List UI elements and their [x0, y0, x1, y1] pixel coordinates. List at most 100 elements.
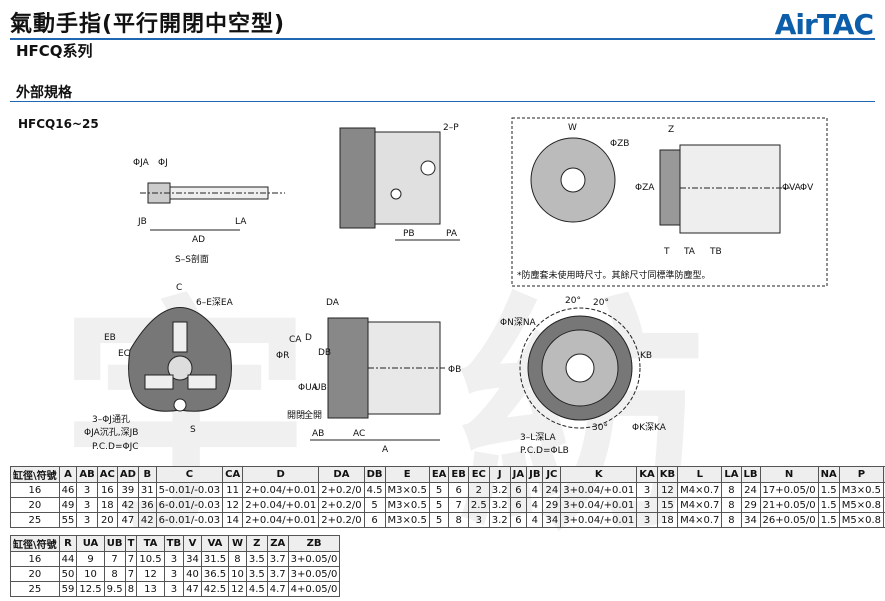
table-header: AB [76, 466, 98, 483]
table-cell: 16 [10, 482, 60, 498]
table-cell: 6 [509, 512, 528, 528]
table-cell: 1.5 [817, 482, 840, 498]
table-cell: 20 [10, 497, 60, 513]
table-cell: 34 [740, 512, 761, 528]
table-header: 缸徑\符號 [10, 535, 60, 552]
table-header: EB [448, 466, 469, 483]
table-cell: 2.5 [467, 497, 490, 513]
table-cell: 36.5 [200, 566, 230, 582]
table-cell: 40 [183, 566, 202, 582]
table-cell: 4 [526, 482, 544, 498]
table-cell: 18 [656, 512, 679, 528]
label-phir: ΦR [276, 351, 289, 361]
table-cell: 49 [58, 497, 78, 513]
table-cell: 8 [103, 566, 126, 582]
label-da: DA [326, 298, 340, 308]
table-cell: 4.7 [266, 581, 289, 597]
table-header: J [488, 466, 511, 483]
table-cell: 2+0.04/+0.01 [242, 497, 320, 513]
table-cell: 2+0.2/0 [318, 482, 365, 498]
table-cell: 59 [58, 581, 78, 597]
label-d: D [305, 333, 312, 343]
table-cell: 3 [76, 497, 98, 513]
table-cell: 29 [740, 497, 761, 513]
table-cell: 5 [428, 512, 450, 528]
table-cell: 10.5 [136, 551, 165, 567]
label-phizb: ΦZB [610, 139, 629, 149]
model-label: HFCQ16~25 [18, 117, 99, 131]
table-cell: 7 [448, 497, 469, 513]
table-cell: 6 [509, 482, 528, 498]
series-subtitle: HFCQ系列 [16, 42, 93, 60]
table-cell: 3.7 [266, 551, 289, 567]
table-cell: 18 [96, 497, 118, 513]
table-cell: 31 [137, 482, 157, 498]
label-tb: TB [709, 247, 722, 257]
page-title: 氣動手指(平行開閉中空型) [10, 12, 286, 37]
label-pa: PA [446, 229, 458, 239]
table-cell: 3 [76, 512, 98, 528]
table-cell: 44 [58, 551, 78, 567]
label-phija: ΦJA [133, 158, 150, 168]
technical-drawings: S–S剖面 2–P PB PA AD JB LA ΦJA ΦJ W ΦZB Z … [84, 117, 828, 456]
table-cell: 10 [76, 566, 105, 582]
label-full-open: 全開 [304, 409, 322, 421]
table-header: TA [136, 535, 165, 552]
label-eb: EB [104, 333, 116, 343]
table-cell: 12 [228, 581, 247, 597]
table-cell: 3+0.04/+0.01 [560, 482, 638, 498]
table-header: 缸徑\符號 [10, 466, 60, 483]
table-cell: 8 [883, 512, 885, 528]
label-a: A [382, 445, 389, 455]
table-cell: 10 [228, 566, 247, 582]
table-cell: 20 [10, 566, 60, 582]
table-cell: 8 [721, 482, 742, 498]
table-cell: M4×0.7 [677, 497, 723, 513]
label-ec: EC [118, 349, 130, 359]
table-cell: 3.5 [245, 551, 268, 567]
table-cell: 3.2 [488, 497, 511, 513]
table-header: UB [103, 535, 126, 552]
table-cell: 6-0.01/-0.03 [155, 512, 224, 528]
label-phin: ΦN深NA [500, 317, 537, 328]
label-ac: AC [353, 429, 365, 439]
table-cell: 4 [526, 512, 544, 528]
table-header: DA [318, 466, 365, 483]
table-cell: 3 [636, 482, 658, 498]
table-cell: 2+0.2/0 [318, 497, 365, 513]
table-cell: 12 [136, 566, 165, 582]
table-cell: 50 [58, 566, 78, 582]
label-phiua: ΦUA [298, 383, 319, 393]
table-header: N [759, 466, 819, 483]
section-title: 外部規格 [16, 85, 72, 101]
table-header: EC [467, 466, 490, 483]
table-header: KA [636, 466, 658, 483]
table-cell: 5-0.01/-0.03 [155, 482, 224, 498]
label-w: W [568, 123, 577, 133]
table-cell: 3+0.05/0 [287, 566, 341, 582]
table-cell: M3×0.5 [384, 497, 430, 513]
table-cell: 29 [542, 497, 562, 513]
table-header: JB [526, 466, 544, 483]
table-cell: M4×0.7 [677, 512, 723, 528]
table-cell: 3.7 [266, 566, 289, 582]
table-header: VA [200, 535, 230, 552]
table-header: B [137, 466, 157, 483]
label-s: S [190, 425, 196, 435]
table-cell: M3×0.5 [838, 482, 885, 498]
table-cell: 26+0.05/0 [759, 512, 819, 528]
table-cell: 25 [10, 581, 60, 597]
label-db: DB [318, 348, 331, 358]
label-jb: JB [137, 217, 147, 227]
label-phiva: ΦVA [782, 183, 802, 193]
header-divider [10, 38, 875, 40]
label-t: T [663, 247, 670, 257]
label-ja-jb: ΦJA沉孔,深JB [84, 427, 138, 438]
table-cell: 12.5 [76, 581, 105, 597]
brand-logo: AirTAC [774, 8, 874, 41]
table-cell: 8 [721, 512, 742, 528]
table-cell: 34 [183, 551, 202, 567]
table-header: LB [740, 466, 761, 483]
